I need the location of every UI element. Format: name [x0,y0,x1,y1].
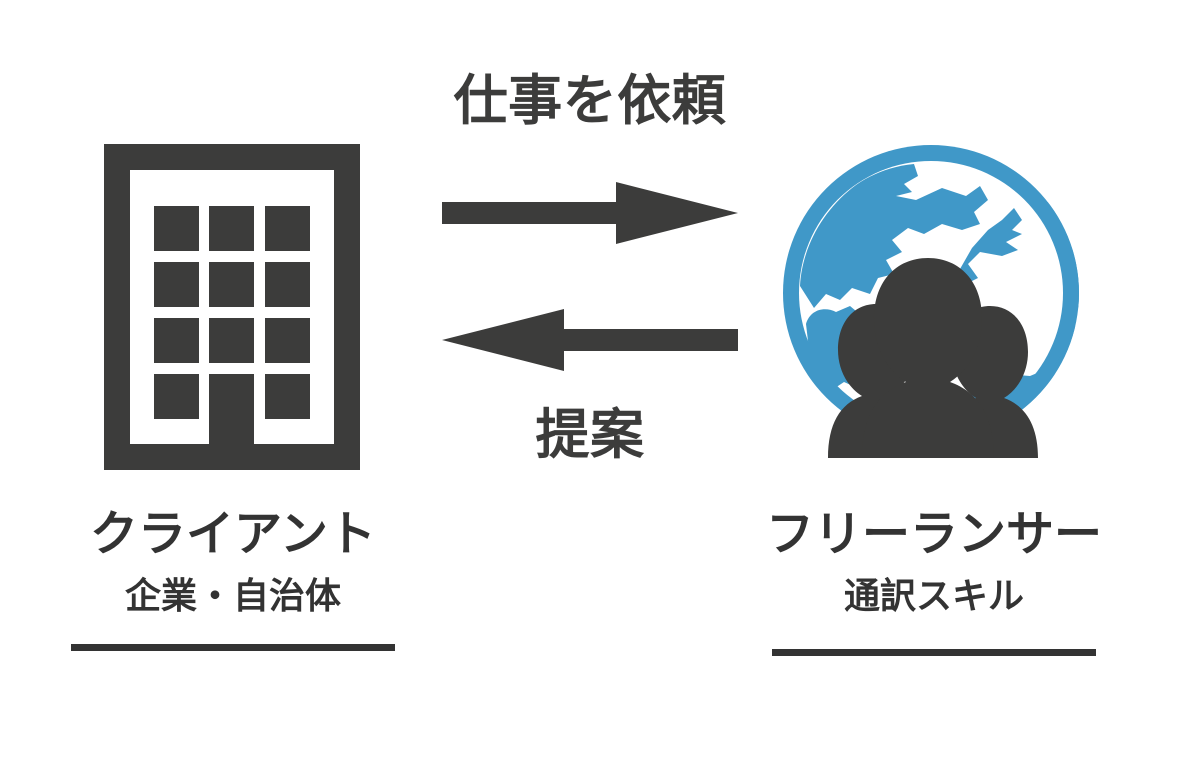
office-building-icon [104,144,360,470]
global-people-icon [766,138,1096,458]
client-underline [71,644,395,651]
people-silhouettes [828,258,1038,458]
arrow-request-label: 仕事を依頼 [453,71,727,131]
freelancer-subtitle: 通訳スキル [843,575,1024,616]
freelancer-underline [772,649,1096,656]
arrow-request [440,168,740,258]
freelancer-title: フリーランサー [765,508,1102,561]
freelancer-caption: フリーランサー 通訳スキル [734,506,1134,656]
client-title: クライアント [89,508,377,561]
arrow-proposal-label: 提案 [535,405,645,465]
arrow-proposal [440,295,740,385]
client-subtitle: 企業・自治体 [124,575,341,616]
client-caption: クライアント 企業・自治体 [33,506,433,651]
